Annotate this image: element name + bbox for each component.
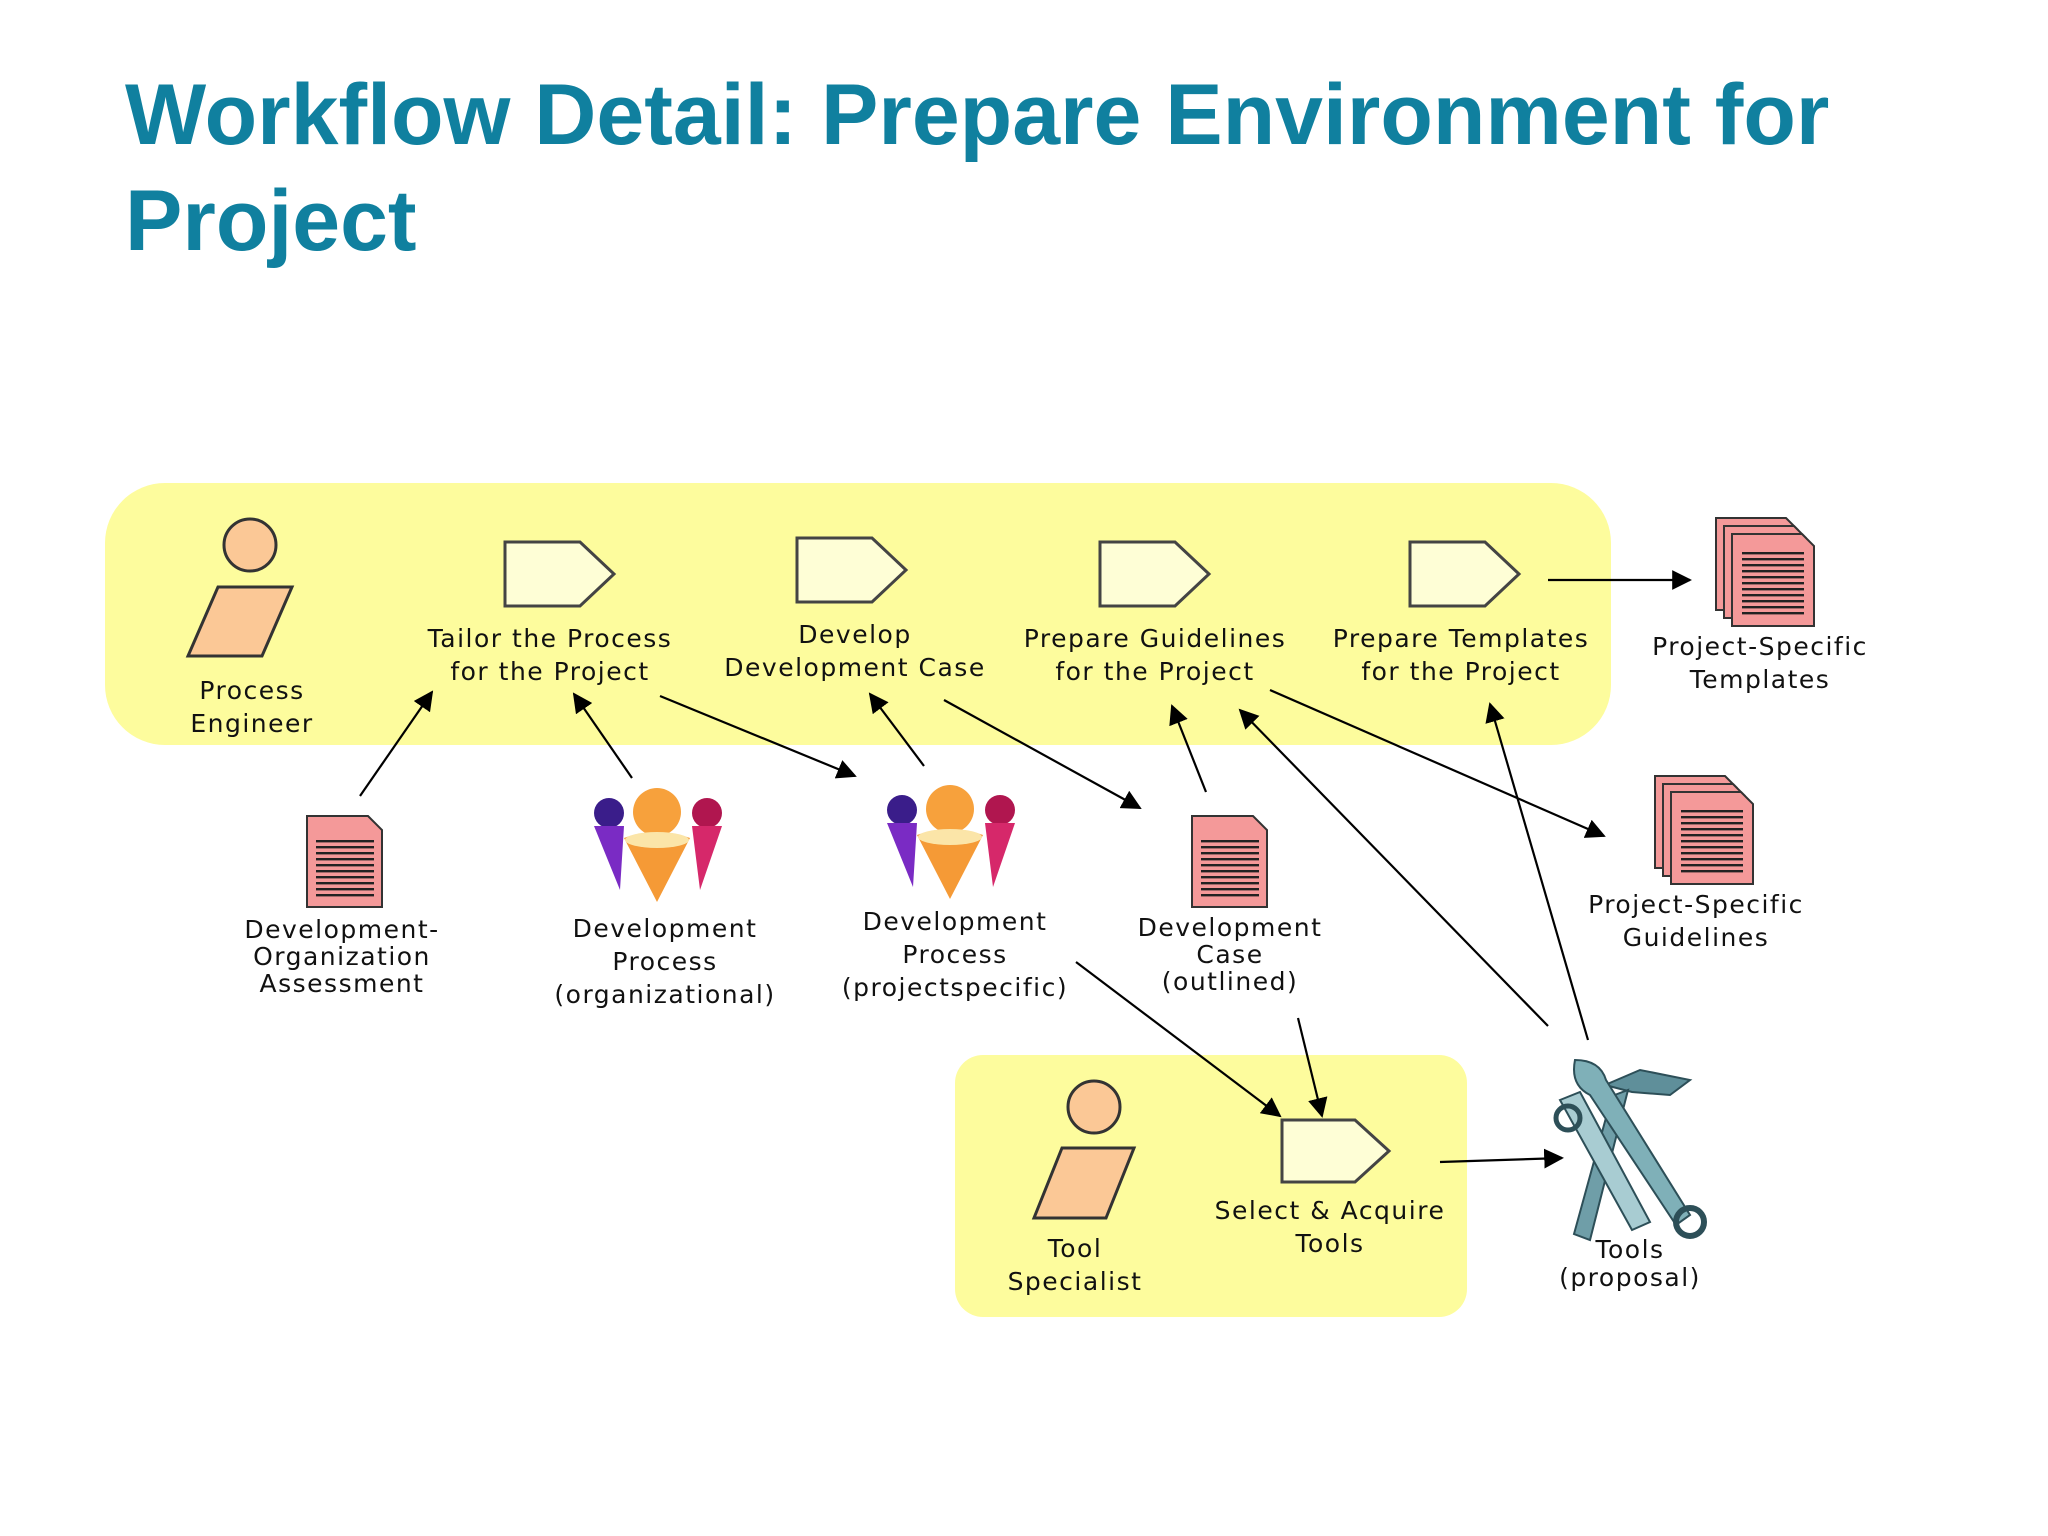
activity-pentagon-icon[interactable] bbox=[795, 536, 909, 604]
flow-arrow bbox=[1238, 708, 1549, 1027]
people-group-icon[interactable] bbox=[594, 788, 722, 902]
document-icon[interactable] bbox=[1191, 815, 1268, 908]
label-line: Select & Acquire bbox=[1214, 1196, 1446, 1225]
activity-label-select-acquire-tools: Select & Acquire Tools bbox=[1180, 1194, 1480, 1260]
label-line: Tool bbox=[1047, 1234, 1103, 1263]
label-line: Tools bbox=[1595, 1235, 1665, 1264]
label-line: Specialist bbox=[1007, 1267, 1143, 1296]
flow-arrow bbox=[659, 694, 857, 779]
label-line: Development bbox=[572, 914, 758, 943]
flow-arrow bbox=[1439, 1148, 1564, 1169]
label-line: Guidelines bbox=[1622, 923, 1770, 952]
document-stack-icon[interactable] bbox=[1715, 517, 1815, 627]
document-icon[interactable] bbox=[306, 815, 383, 908]
label-line: Tools bbox=[1295, 1229, 1365, 1258]
activity-pentagon-icon[interactable] bbox=[1280, 1118, 1392, 1184]
flow-arrow bbox=[868, 692, 925, 767]
label-line: Prepare Templates bbox=[1332, 624, 1590, 653]
flow-arrows bbox=[359, 570, 1692, 1169]
label-line: Case bbox=[1196, 940, 1264, 969]
label-line: (projectspecific) bbox=[841, 973, 1069, 1002]
label-line: Engineer bbox=[190, 709, 314, 738]
label-line: (proposal) bbox=[1559, 1263, 1701, 1292]
label-line: Process bbox=[199, 676, 305, 705]
label-line: Development bbox=[1137, 913, 1323, 942]
title-line-1: Workflow Detail: Prepare Environment for bbox=[125, 67, 1830, 163]
activity-label-tailor-process: Tailor the Process for the Project bbox=[400, 622, 700, 688]
label-line: Tailor the Process bbox=[427, 624, 673, 653]
activity-label-prepare-guidelines: Prepare Guidelines for the Project bbox=[1000, 622, 1310, 688]
flow-arrow bbox=[359, 690, 434, 797]
artifact-label-dev-process-proj: Development Process (projectspecific) bbox=[815, 905, 1095, 1004]
flow-arrow bbox=[943, 699, 1142, 809]
label-line: Assessment bbox=[259, 969, 425, 998]
artifact-label-dev-case-outlined: Development Case (outlined) bbox=[1100, 914, 1360, 995]
label-line: Develop bbox=[798, 620, 912, 649]
activity-pentagon-icon[interactable] bbox=[1098, 540, 1212, 608]
artifact-label-tools-proposal: Tools (proposal) bbox=[1520, 1236, 1740, 1292]
activity-label-develop-dev-case: Develop Development Case bbox=[700, 618, 1010, 684]
activity-pentagon-icon[interactable] bbox=[1408, 540, 1522, 608]
artifact-label-dev-org-assessment: Development- Organization Assessment bbox=[212, 916, 472, 997]
label-line: Process bbox=[612, 947, 718, 976]
document-stack-icon[interactable] bbox=[1654, 775, 1754, 885]
label-line: (outlined) bbox=[1161, 967, 1299, 996]
page-title: Workflow Detail: Prepare Environment for… bbox=[125, 62, 1925, 274]
worker-icon[interactable] bbox=[185, 517, 295, 658]
people-group-icon[interactable] bbox=[887, 785, 1015, 899]
flow-arrow bbox=[1269, 688, 1606, 838]
label-line: for the Project bbox=[1361, 657, 1561, 686]
flow-arrow bbox=[1485, 702, 1590, 1041]
flow-arrow bbox=[1075, 961, 1282, 1118]
flow-arrow bbox=[1169, 704, 1208, 793]
label-line: Templates bbox=[1689, 665, 1831, 694]
artifact-label-project-guidelines: Project-Specific Guidelines bbox=[1556, 888, 1836, 954]
activity-pentagon-icon[interactable] bbox=[503, 540, 617, 608]
worker-icon[interactable] bbox=[1031, 1079, 1137, 1220]
label-line: Development Case bbox=[724, 653, 986, 682]
label-line: Project-Specific bbox=[1588, 890, 1804, 919]
flow-arrow bbox=[572, 692, 633, 779]
label-line: Process bbox=[902, 940, 1008, 969]
artifact-label-project-templates: Project-Specific Templates bbox=[1620, 630, 1900, 696]
role-label-tool-specialist: Tool Specialist bbox=[975, 1232, 1175, 1298]
activity-label-prepare-templates: Prepare Templates for the Project bbox=[1306, 622, 1616, 688]
label-line: Organization bbox=[253, 942, 431, 971]
label-line: for the Project bbox=[1055, 657, 1255, 686]
process-engineer-swimlane bbox=[105, 483, 1611, 745]
title-line-2: Project bbox=[125, 173, 417, 269]
label-line: (organizational) bbox=[554, 980, 776, 1009]
tools-icon[interactable] bbox=[1553, 1058, 1707, 1242]
label-line: for the Project bbox=[450, 657, 650, 686]
label-line: Development- bbox=[244, 915, 440, 944]
role-label-process-engineer: Process Engineer bbox=[152, 674, 352, 740]
artifact-label-dev-process-org: Development Process (organizational) bbox=[530, 912, 800, 1011]
label-line: Project-Specific bbox=[1652, 632, 1868, 661]
flow-arrow bbox=[1296, 1017, 1328, 1118]
label-line: Prepare Guidelines bbox=[1023, 624, 1287, 653]
label-line: Development bbox=[862, 907, 1048, 936]
